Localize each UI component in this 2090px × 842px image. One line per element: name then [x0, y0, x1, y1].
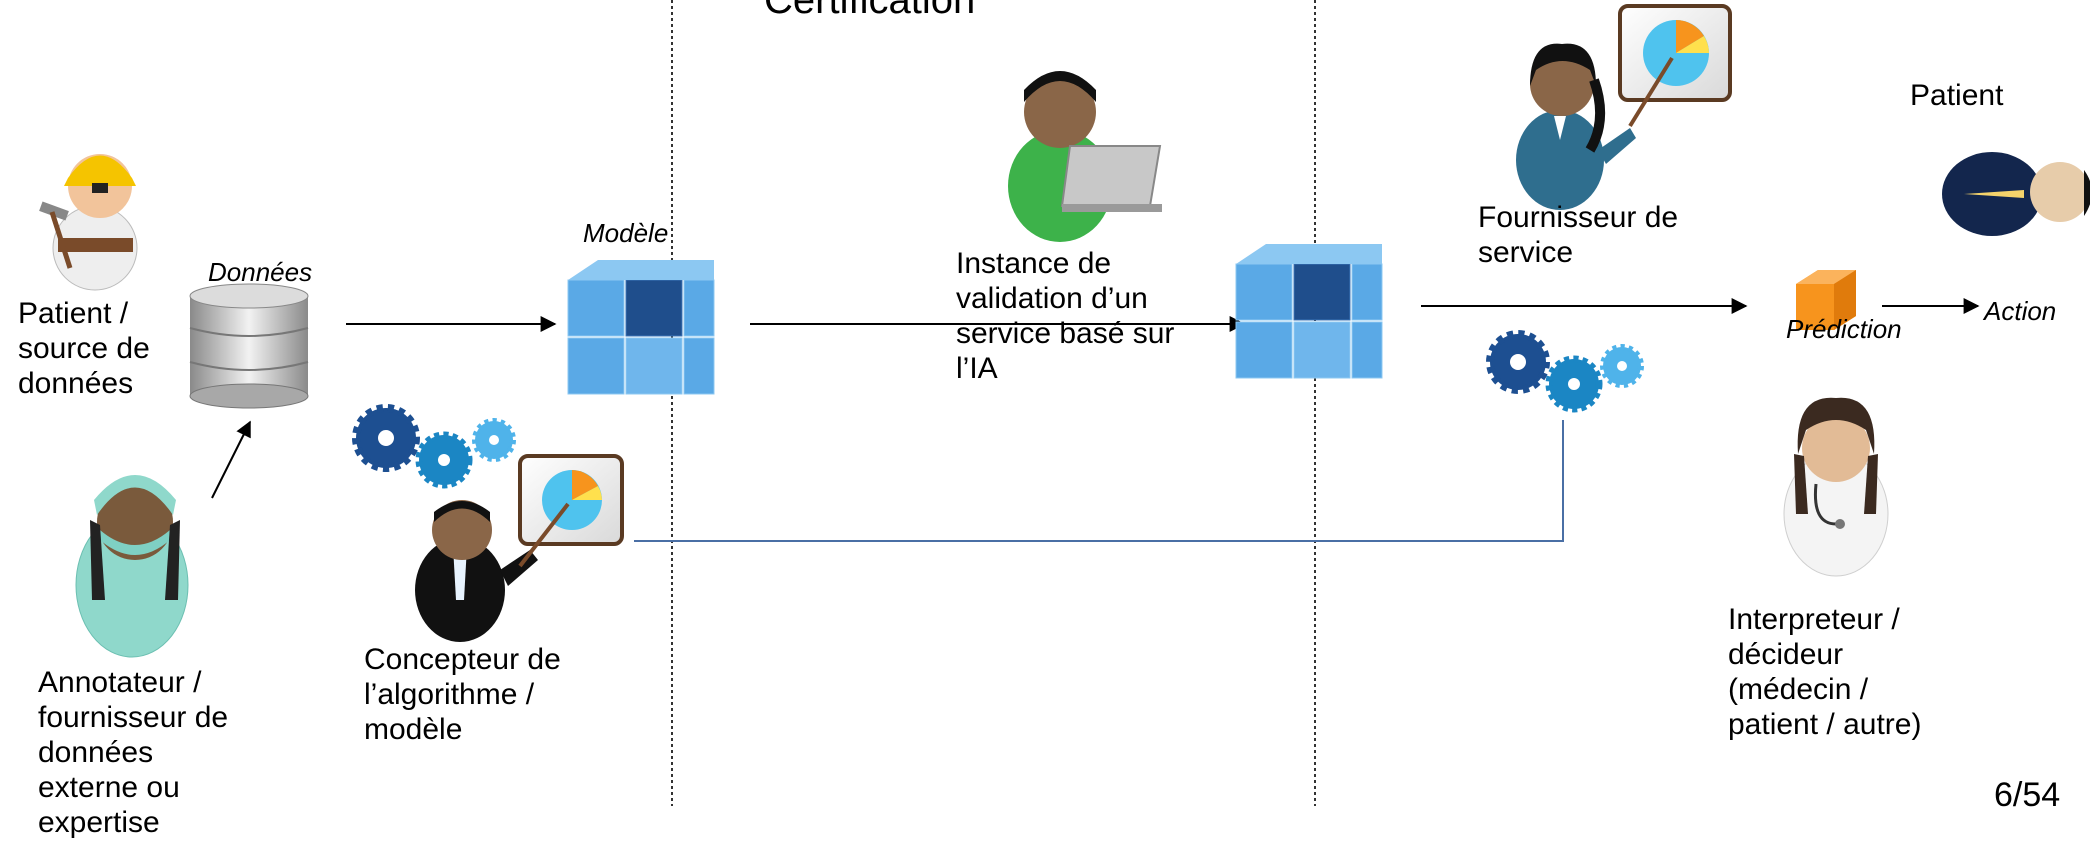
instance-validation-label: Instance de validation d’un service basé…	[956, 247, 1175, 385]
cube-cluster-icon	[567, 260, 715, 395]
patient-label: Patient	[1910, 79, 2004, 112]
page-number: 6/54	[1994, 776, 2061, 814]
patient-person-icon	[1942, 152, 2090, 236]
pie-chart-board-icon	[518, 454, 624, 568]
database-icon	[189, 283, 309, 409]
validated-cube-cluster-icon	[1235, 244, 1383, 379]
feedback-line	[634, 420, 1564, 542]
gears-icon	[352, 404, 516, 489]
concepteur-label: Concepteur de l’algorithme / modèle	[364, 643, 561, 746]
orange-cube-icon	[1796, 270, 1856, 330]
prediction-label: Prédiction	[1786, 314, 1902, 344]
worker-person-icon	[39, 154, 138, 291]
donnees-label: Données	[208, 257, 313, 287]
businessman-icon	[415, 500, 538, 642]
presenter-woman-icon	[1516, 43, 1636, 210]
interpreteur-label: Interpreteur / décideur (médecin / patie…	[1728, 603, 1922, 741]
doctor-icon	[1783, 397, 1889, 577]
patient-source-label: Patient / source de données	[18, 297, 150, 400]
annotateur-label: Annotateur / fournisseur de données exte…	[38, 666, 229, 839]
modele-label: Modèle	[583, 218, 669, 248]
nurse-person-icon	[75, 475, 189, 658]
fournisseur-service-label: Fournisseur de service	[1478, 201, 1679, 269]
slide-title: Certification	[764, 0, 976, 22]
laptop-person-icon	[1008, 71, 1162, 242]
action-label: Action	[1984, 296, 2057, 326]
service-gears-icon	[1486, 330, 1644, 413]
service-pie-chart-board-icon	[1618, 4, 1732, 128]
arrow-annotateur-to-db	[211, 420, 251, 499]
